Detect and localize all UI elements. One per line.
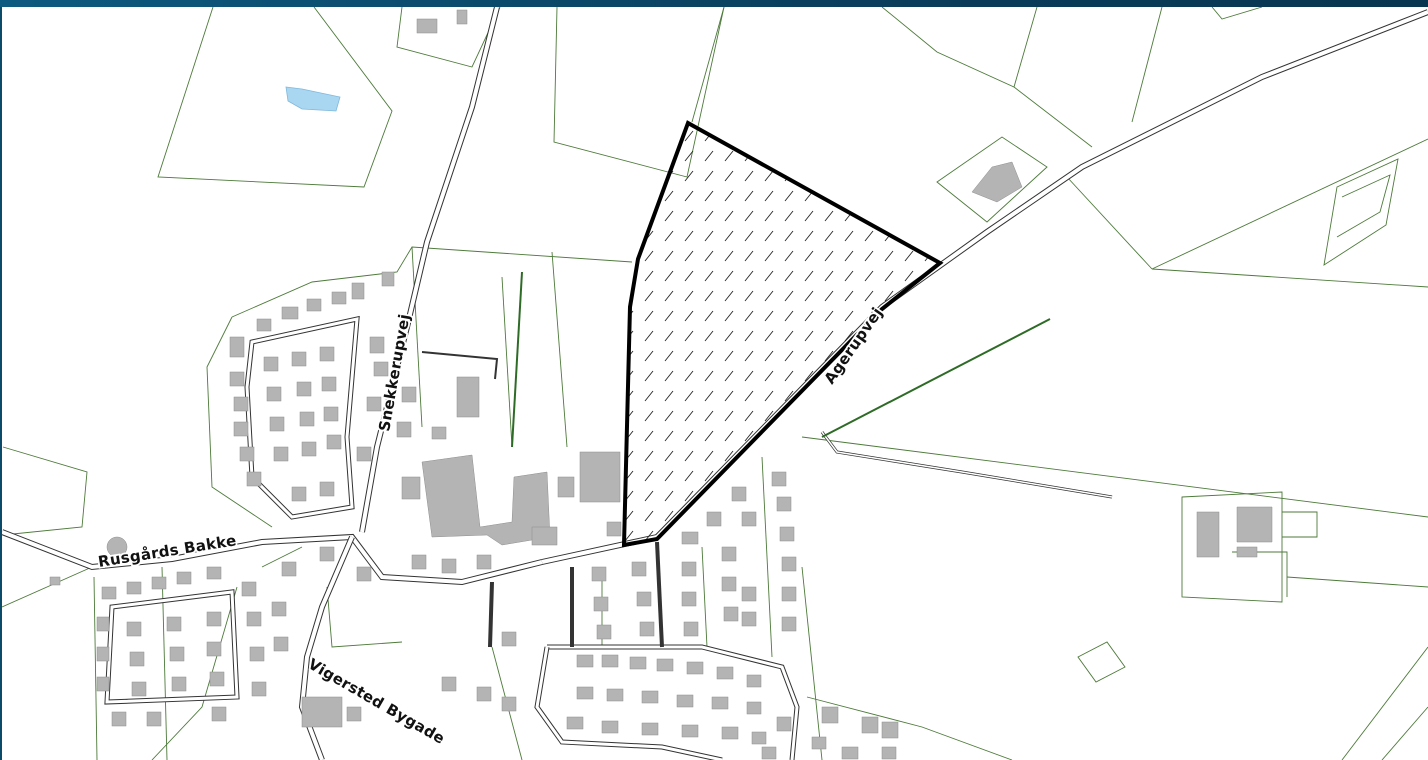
cadastral-map[interactable]: Rusgårds Bakke Snekkerupvej Agerupvej Vi… (2, 7, 1428, 760)
map-viewport[interactable]: Rusgårds Bakke Snekkerupvej Agerupvej Vi… (2, 7, 1428, 760)
pond (285, 86, 341, 112)
buildings (49, 9, 1273, 760)
plan-area-fill (624, 123, 940, 545)
plan-area-outline (621, 120, 944, 548)
window-top-bar (0, 0, 1428, 7)
plan-area[interactable] (621, 120, 944, 548)
